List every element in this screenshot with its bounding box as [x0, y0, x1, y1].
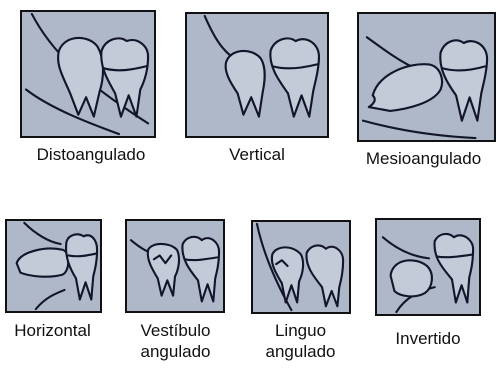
label-linguo-line1: Linguo — [243, 320, 358, 341]
linguo-tooth-drawing — [253, 222, 349, 312]
label-linguo: Linguo angulado — [243, 320, 358, 362]
label-vestibulo: Vestíbulo angulado — [118, 320, 233, 362]
vertical-tooth-drawing — [187, 14, 327, 136]
label-distoangulado: Distoangulado — [6, 144, 176, 165]
label-vestibulo-line2: angulado — [118, 341, 233, 362]
panel-distoangulado — [20, 10, 156, 138]
panel-vestibulo — [125, 219, 225, 313]
invertido-tooth-drawing — [377, 220, 479, 314]
label-vestibulo-line1: Vestíbulo — [118, 320, 233, 341]
panel-vertical — [185, 12, 329, 138]
label-linguo-line2: angulado — [243, 341, 358, 362]
mesioangulado-tooth-drawing — [359, 14, 494, 140]
label-mesioangulado: Mesioangulado — [345, 148, 502, 169]
panel-linguo — [251, 220, 351, 314]
label-horizontal: Horizontal — [0, 320, 105, 341]
panel-mesioangulado — [357, 12, 496, 142]
label-invertido: Invertido — [370, 328, 486, 349]
label-vertical: Vertical — [185, 144, 329, 165]
distoangulado-tooth-drawing — [22, 12, 154, 136]
panel-invertido — [375, 218, 481, 316]
horizontal-tooth-drawing — [7, 221, 100, 311]
vestibulo-tooth-drawing — [127, 221, 223, 311]
panel-horizontal — [5, 219, 102, 313]
